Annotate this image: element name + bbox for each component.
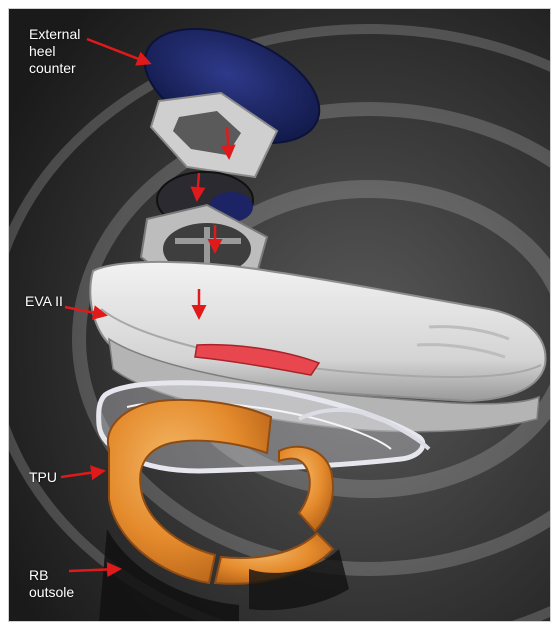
exploded-shoe-figure: External heel counter EVA II TPU RB outs…: [8, 8, 551, 622]
eva-label: EVA II: [25, 293, 63, 310]
tpu-label: TPU: [29, 469, 57, 486]
shoe-illustration: [9, 9, 550, 621]
rb-outsole-label: RB outsole: [29, 567, 79, 601]
heel-counter-label: External heel counter: [29, 26, 99, 77]
